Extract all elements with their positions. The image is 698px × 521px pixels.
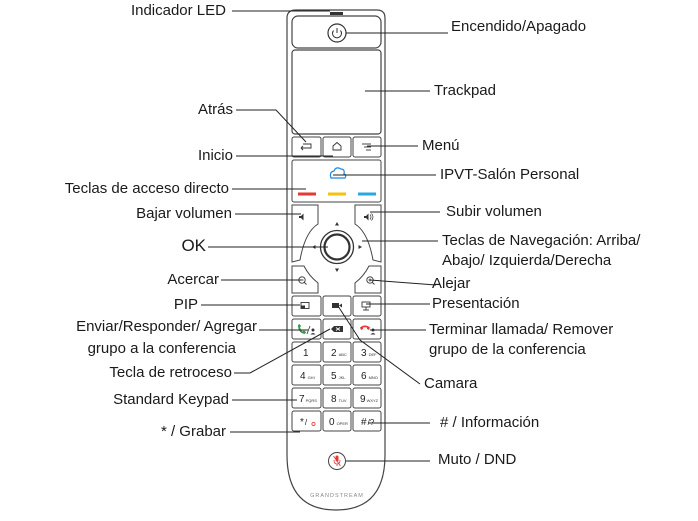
vol-up-button[interactable] bbox=[364, 213, 374, 221]
key-7[interactable]: 7PQRS bbox=[299, 394, 317, 405]
label-camera: Camara bbox=[424, 375, 478, 392]
label-menu: Menú bbox=[422, 137, 460, 154]
send-button[interactable] bbox=[291, 318, 322, 340]
label-vol-up: Subir volumen bbox=[446, 203, 542, 220]
ipvt-cloud-icon[interactable] bbox=[329, 167, 347, 179]
home-icon bbox=[332, 141, 342, 151]
label-trackpad: Trackpad bbox=[434, 82, 496, 99]
backspace-icon bbox=[331, 326, 343, 332]
label-led: Indicador LED bbox=[130, 2, 226, 19]
label-zoom-in: Acercar bbox=[167, 271, 219, 288]
back-button[interactable] bbox=[291, 136, 322, 158]
label-ok: OK bbox=[181, 236, 206, 255]
label-send-line2: grupo a la conferencia bbox=[87, 340, 236, 357]
camera-icon bbox=[332, 303, 342, 308]
label-vol-down: Bajar volumen bbox=[136, 205, 232, 222]
key-star[interactable]: */ bbox=[300, 417, 308, 428]
label-home: Inicio bbox=[197, 147, 233, 164]
menu-button[interactable] bbox=[352, 136, 382, 158]
vol-down-button[interactable] bbox=[299, 213, 304, 221]
back-icon bbox=[300, 143, 312, 151]
remote-body bbox=[286, 9, 386, 511]
label-mute: Muto / DND bbox=[438, 451, 517, 468]
label-keypad: Standard Keypad bbox=[113, 391, 229, 408]
keypad-grid bbox=[291, 341, 382, 432]
label-hotkeys: Teclas de acceso directo bbox=[64, 180, 229, 197]
mute-button[interactable] bbox=[328, 452, 346, 470]
zoom-in-icon[interactable] bbox=[298, 276, 307, 285]
label-star: * / Grabar bbox=[160, 423, 226, 440]
label-hash: # / Información bbox=[440, 414, 540, 431]
label-end-line1: Terminar llamada/ Remover bbox=[429, 321, 614, 338]
label-end-line2: grupo de la conferencia bbox=[429, 341, 586, 358]
record-dot-icon bbox=[311, 421, 316, 426]
end-call-icon bbox=[360, 325, 376, 335]
label-nav-line1: Teclas de Navegación: Arriba/ bbox=[442, 232, 641, 249]
menu-icon bbox=[362, 143, 371, 151]
label-send-line1: Enviar/Responder/ Agregar bbox=[76, 318, 257, 335]
pip-icon bbox=[300, 302, 310, 309]
label-pip: PIP bbox=[173, 296, 198, 313]
led-indicator bbox=[330, 12, 343, 15]
label-power: Encendido/Apagado bbox=[451, 18, 587, 35]
key-9[interactable]: 9WXYZ bbox=[360, 394, 379, 405]
camera-button[interactable] bbox=[322, 295, 352, 317]
power-button[interactable] bbox=[327, 23, 347, 43]
label-backspace: Tecla de retroceso bbox=[109, 364, 232, 381]
backspace-button[interactable] bbox=[322, 318, 352, 340]
label-back: Atrás bbox=[197, 101, 233, 118]
presentation-icon bbox=[361, 301, 371, 311]
label-zoom-out: Alejar bbox=[432, 275, 471, 292]
label-nav-line2: Abajo/ Izquierda/Derecha bbox=[442, 252, 612, 269]
key-1[interactable]: 1 bbox=[303, 348, 309, 359]
label-ipvt: IPVT-Salón Personal bbox=[440, 166, 580, 183]
presentation-button[interactable] bbox=[352, 295, 382, 317]
label-presentation: Presentación bbox=[432, 295, 520, 312]
call-icon bbox=[298, 324, 316, 335]
leader-lines bbox=[201, 10, 448, 462]
home-button[interactable] bbox=[322, 136, 352, 158]
brand-logo: GRANDSTREAM bbox=[310, 493, 364, 499]
pip-button[interactable] bbox=[291, 295, 322, 317]
